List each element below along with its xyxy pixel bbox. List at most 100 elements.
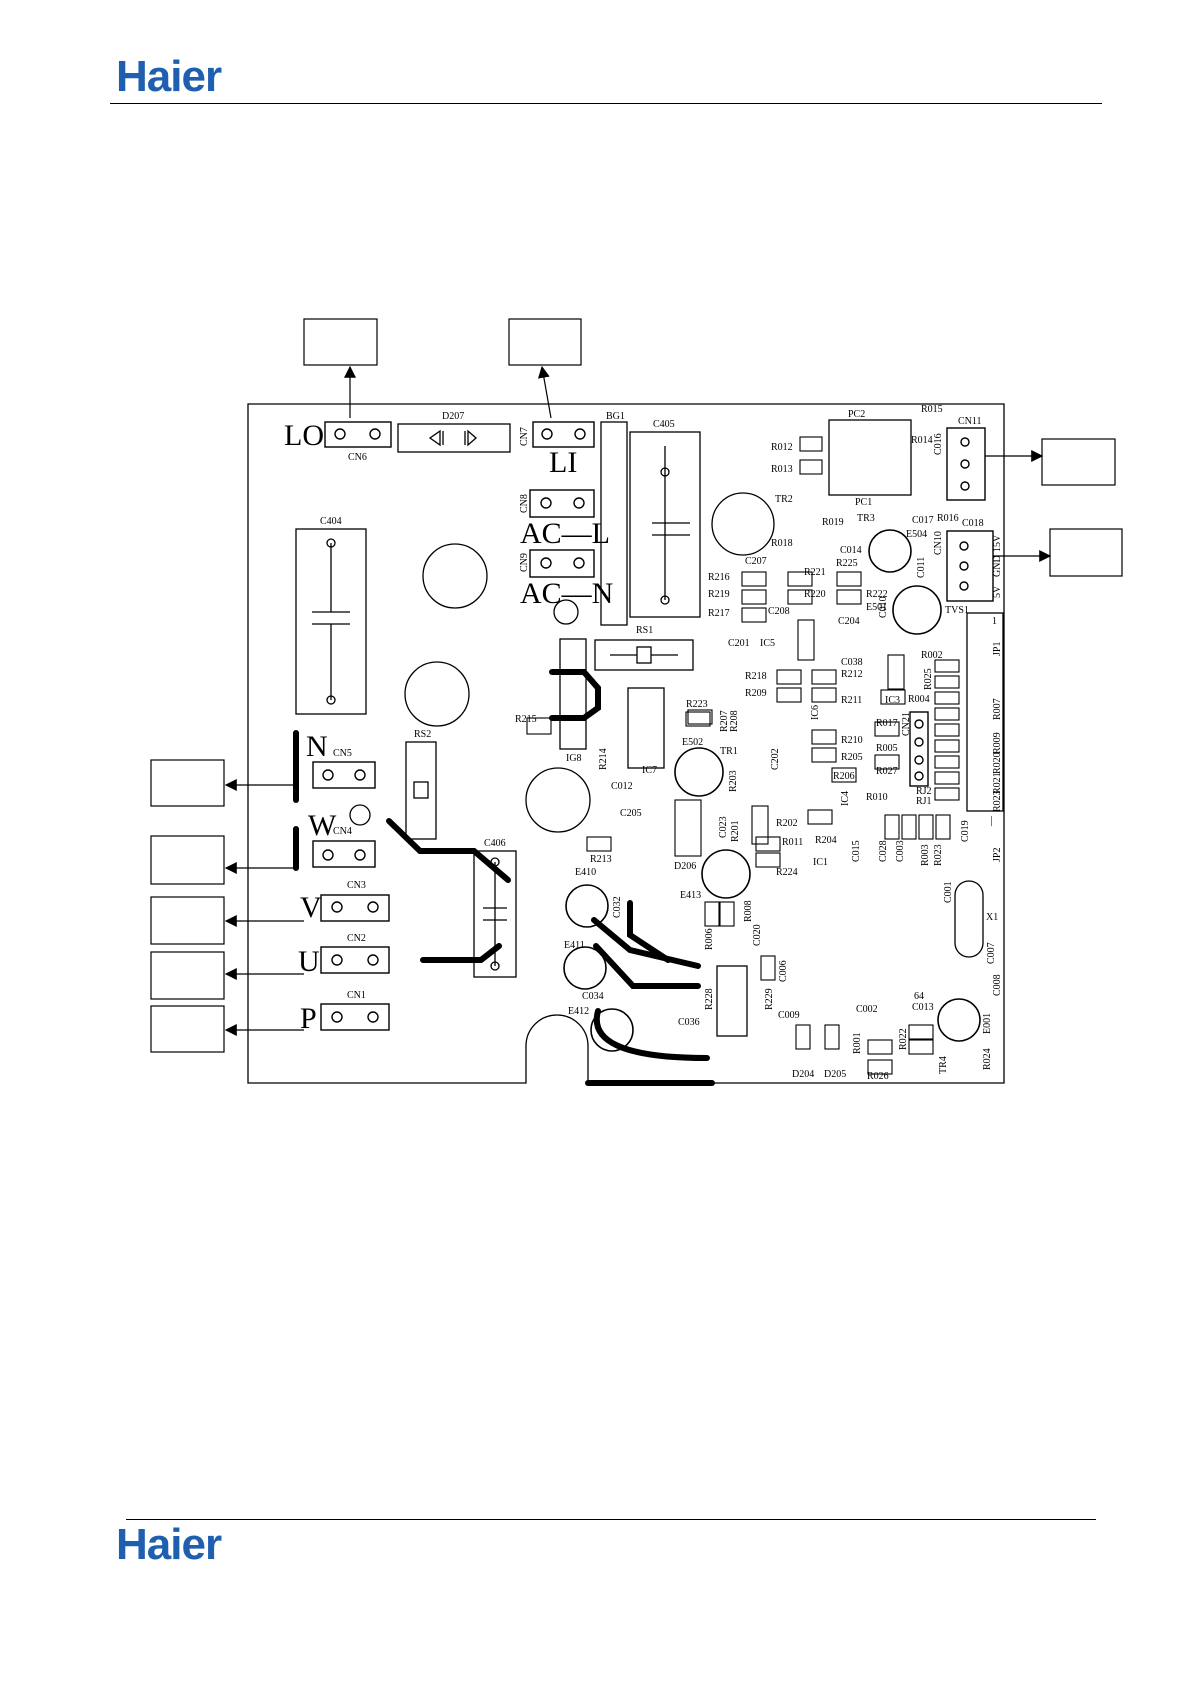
label-box-left-3: [150, 896, 225, 945]
label-tvs1: TVS1: [945, 605, 969, 616]
label-rs1: RS1: [636, 625, 653, 636]
label-r023b: R023: [992, 790, 1003, 812]
label-jp1-one: 1: [992, 616, 997, 627]
label-ig8: IG8: [566, 753, 582, 764]
label-c009: C009: [778, 1010, 800, 1021]
label-r214: R214: [598, 748, 609, 770]
label-c036: C036: [678, 1017, 700, 1028]
label-ic6: IC6: [810, 705, 821, 720]
label-box-left-2: [150, 835, 225, 885]
label-ic4: IC4: [840, 791, 851, 806]
label-r027: R027: [876, 766, 898, 777]
label-e504: E504: [906, 529, 927, 540]
label-pc1: PC1: [855, 497, 872, 508]
label-r006: R006: [704, 928, 715, 950]
label-c003: C003: [895, 840, 906, 862]
label-r013: R013: [771, 464, 793, 475]
label-cn9: CN9: [519, 553, 530, 572]
label-r224: R224: [776, 867, 798, 878]
label-gnd: GND: [992, 555, 1003, 577]
label-c038: C038: [841, 657, 863, 668]
label-box-right-2: [1049, 528, 1123, 577]
label-tr2: TR2: [775, 494, 793, 505]
label-r005: R005: [876, 743, 898, 754]
label-r012: R012: [771, 442, 793, 453]
label-cn6: CN6: [348, 452, 367, 463]
label-c002: C002: [856, 1004, 878, 1015]
label-r011: R011: [782, 837, 803, 848]
label-c016: C016: [933, 433, 944, 455]
label-c406: C406: [484, 838, 506, 849]
label-ic5: IC5: [760, 638, 775, 649]
label-c034: C034: [582, 991, 604, 1002]
label-c001: C001: [943, 881, 954, 903]
label-r026: R026: [867, 1071, 889, 1082]
label-box-top-right: [508, 318, 582, 366]
label-e412: E412: [568, 1006, 589, 1017]
label-5v: 5V: [992, 585, 1003, 598]
header-rule: [110, 103, 1102, 104]
label-rj2: RJ2: [916, 786, 932, 797]
label-c015: C015: [851, 840, 862, 862]
label-c205: C205: [620, 808, 642, 819]
label-c202: C202: [770, 748, 781, 770]
label-cn5: CN5: [333, 748, 352, 759]
label-c208: C208: [768, 606, 790, 617]
label-r004: R004: [908, 694, 930, 705]
label-r022: R022: [898, 1028, 909, 1050]
label-e501: E501: [866, 602, 887, 613]
label-v: V: [300, 891, 322, 924]
label-r020: R020: [992, 752, 1003, 774]
label-jp2-dash: —: [986, 815, 997, 827]
label-bg1: BG1: [606, 411, 625, 422]
label-r225: R225: [836, 558, 858, 569]
label-c404: C404: [320, 516, 342, 527]
label-c020: C020: [752, 924, 763, 946]
label-box-top-left: [303, 318, 378, 366]
footer-rule: [126, 1519, 1096, 1520]
label-ac-l: AC—L: [520, 517, 610, 550]
label-r017: R017: [876, 718, 898, 729]
label-cn11: CN11: [958, 416, 982, 427]
label-x1: X1: [986, 912, 998, 923]
label-r221: R221: [804, 567, 826, 578]
label-c207: C207: [745, 556, 767, 567]
label-c018: C018: [962, 518, 984, 529]
label-r213: R213: [590, 854, 612, 865]
label-r019: R019: [822, 517, 844, 528]
label-box-left-4: [150, 951, 225, 1000]
label-box-right-1: [1041, 438, 1116, 486]
label-r023: R023: [933, 844, 944, 866]
label-cn4: CN4: [333, 826, 352, 837]
label-15v: 15V: [992, 534, 1003, 552]
label-r002: R002: [921, 650, 943, 661]
label-r014: R014: [911, 435, 933, 446]
label-r217: R217: [708, 608, 730, 619]
label-n: N: [306, 730, 328, 763]
label-cn1: CN1: [347, 990, 366, 1001]
label-r207: R207: [719, 710, 730, 732]
label-r016: R016: [937, 513, 959, 524]
label-e410: E410: [575, 867, 596, 878]
label-c032: C032: [612, 896, 623, 918]
label-r203: R203: [728, 770, 739, 792]
label-d205: D205: [824, 1069, 846, 1080]
label-r010: R010: [866, 792, 888, 803]
label-r064: 64: [914, 991, 924, 1002]
label-r009: R009: [992, 732, 1003, 754]
label-c007: C007: [986, 942, 997, 964]
label-pc2: PC2: [848, 409, 865, 420]
label-c201: C201: [728, 638, 750, 649]
label-c008: C008: [992, 974, 1003, 996]
label-tr4: TR4: [938, 1056, 949, 1074]
label-r001: R001: [852, 1032, 863, 1054]
label-r018: R018: [771, 538, 793, 549]
label-cn8: CN8: [519, 494, 530, 513]
label-r222: R222: [866, 589, 888, 600]
label-r211: R211: [841, 695, 862, 706]
label-ic7: IC7: [642, 765, 657, 776]
label-r220: R220: [804, 589, 826, 600]
label-r206: R206: [833, 771, 855, 782]
label-r008: R008: [743, 900, 754, 922]
haier-logo-top: Haier: [116, 52, 222, 101]
